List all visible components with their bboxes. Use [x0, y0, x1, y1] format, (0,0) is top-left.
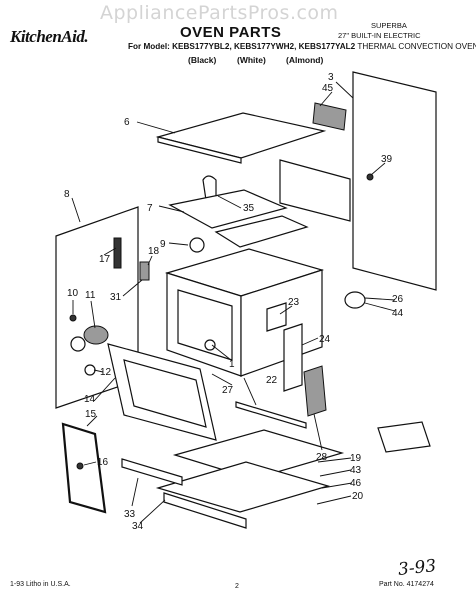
bracket-23: [266, 302, 287, 332]
light-socket-12: [84, 364, 96, 376]
watermark: AppliancePartsPros.com: [100, 2, 339, 24]
callout-34: 34: [132, 521, 144, 532]
size-label: 27" BUILT-IN ELECTRIC: [338, 31, 421, 40]
callout-8: 8: [64, 189, 70, 200]
callout-39: 39: [381, 154, 393, 165]
model-line: For Model: KEBS177YBL2, KEBS177YWH2, KEB…: [128, 42, 476, 51]
callout-28: 28: [316, 452, 328, 463]
bracket-17: [113, 237, 122, 269]
callout-6: 6: [124, 117, 130, 128]
model-list: For Model: KEBS177YBL2, KEBS177YWH2, KEB…: [128, 42, 356, 51]
callout-12: 12: [100, 367, 112, 378]
heater-plate: [214, 215, 309, 248]
callout-46: 46: [350, 478, 362, 489]
callout-14: 14: [84, 394, 96, 405]
rear-bracket: [312, 102, 347, 131]
footer-page-number: 2: [235, 583, 239, 590]
screw-10: [69, 314, 77, 322]
footer-part-number: Part No. 4174274: [379, 581, 434, 588]
gasket-44: [344, 291, 366, 309]
callout-10: 10: [67, 288, 79, 299]
callout-3: 3: [328, 72, 334, 83]
callout-33: 33: [124, 509, 136, 520]
callout-31: 31: [110, 292, 122, 303]
callout-20: 20: [352, 491, 364, 502]
color-almond: (Almond): [286, 55, 324, 65]
strip-22: [235, 401, 307, 429]
fan-motor-11: [83, 325, 109, 345]
callout-43: 43: [350, 465, 362, 476]
screw-39: [366, 173, 374, 181]
callout-26: 26: [392, 294, 404, 305]
handwritten-date: 3-93: [397, 556, 438, 580]
callout-15: 15: [85, 409, 97, 420]
callout-22: 22: [266, 375, 278, 386]
switch-18: [139, 261, 150, 281]
callout-44: 44: [392, 308, 404, 319]
callout-7: 7: [147, 203, 153, 214]
page-title: OVEN PARTS: [180, 24, 282, 41]
callout-23: 23: [288, 297, 300, 308]
callout-9: 9: [160, 239, 166, 250]
callout-35: 35: [243, 203, 255, 214]
vent-trim: [163, 492, 247, 529]
leader-lines: [71, 81, 396, 524]
callout-19: 19: [350, 453, 362, 464]
rear-panel: [352, 71, 437, 291]
vent-strip-33: [121, 458, 183, 486]
oven-type: THERMAL CONVECTION OVEN: [355, 42, 476, 51]
callout-18: 18: [148, 246, 160, 257]
clip-16: [76, 462, 84, 470]
top-panel: [155, 112, 327, 159]
light-12: [204, 339, 216, 351]
door-gasket: [61, 422, 107, 514]
brand-logo: KitchenAid.: [10, 27, 89, 46]
series-label: SUPERBA: [371, 21, 407, 30]
callout-27: 27: [222, 385, 234, 396]
hinge-28: [303, 365, 327, 417]
duct-plate: [168, 189, 288, 229]
callout-17: 17: [99, 254, 111, 265]
side-panel-24: [283, 323, 303, 392]
callout-11: 11: [85, 290, 96, 301]
footer-litho: 1-93 Litho in U.S.A.: [10, 581, 71, 588]
callout-45: 45: [322, 83, 334, 94]
fan-9: [189, 237, 205, 253]
callout-1: 1: [229, 359, 235, 370]
color-black: (Black): [188, 55, 217, 65]
callout-24: 24: [319, 334, 331, 345]
trim-bracket-46: [377, 421, 431, 453]
bottom-tray: [155, 461, 331, 513]
right-panel: [279, 159, 351, 222]
color-white: (White): [237, 55, 266, 65]
callout-16: 16: [97, 457, 109, 468]
